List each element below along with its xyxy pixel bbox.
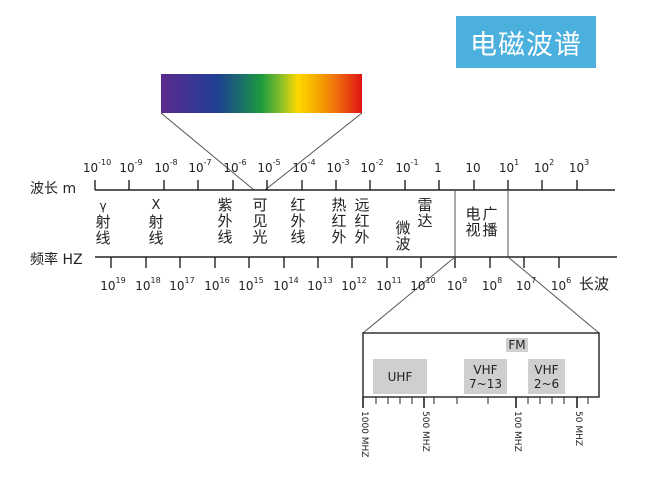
wavelength-tick: 101 (498, 158, 520, 175)
band-label-visible: 可见光 (252, 196, 268, 246)
wavelength-tick: 103 (568, 158, 590, 175)
band-label-infrared: 红外线 (290, 196, 306, 246)
band-label-microwave: 微波 (395, 219, 411, 253)
wavelength-tick: 10-4 (292, 158, 316, 175)
mhz-label-1000: 1000 MHZ (359, 411, 369, 458)
frequency-tick: 1014 (273, 276, 299, 293)
fm-label: FM (506, 338, 528, 352)
wavelength-tick: 10-6 (223, 158, 247, 175)
frequency-tick: 108 (481, 276, 503, 293)
band-label-radar: 雷达 (417, 196, 433, 230)
frequency-tick: 1012 (341, 276, 367, 293)
wavelength-tick: 10-3 (326, 158, 350, 175)
band-label-far-infrared: 远红外 (354, 196, 370, 246)
band-label-thermal-infrared: 热红外 (331, 196, 347, 246)
frequency-tick: 1016 (204, 276, 230, 293)
band-label-broadcast: 广播 (482, 205, 498, 239)
mhz-label-50: 50 MHZ (573, 411, 583, 447)
title-badge: 电磁波谱 (456, 16, 596, 68)
wavelength-axis-label: 波长 m (30, 181, 77, 197)
wavelength-tick: 10-1 (395, 158, 419, 175)
frequency-tick: 106 (550, 276, 572, 293)
frequency-tick: 1017 (169, 276, 195, 293)
wavelength-tick: 10-2 (360, 158, 384, 175)
visible-spectrum-bar (161, 74, 362, 113)
band-label-ultraviolet: 紫外线 (217, 196, 233, 246)
wavelength-tick: 10-8 (154, 158, 178, 175)
uhf-label: UHF (373, 359, 427, 394)
wavelength-tick: 10-7 (188, 158, 212, 175)
wavelength-tick: 10 (465, 161, 481, 175)
frequency-tick: 107 (515, 276, 537, 293)
frequency-axis-label: 频率 HZ (30, 252, 83, 268)
frequency-tick: 1019 (100, 276, 126, 293)
frequency-tick: 1010 (410, 276, 436, 293)
mhz-label-100: 100 MHZ (512, 411, 522, 452)
frequency-tick: 1018 (135, 276, 161, 293)
wavelength-tick: 1 (434, 161, 442, 175)
mhz-label-500: 500 MHZ (420, 411, 430, 452)
wavelength-tick: 10-9 (119, 158, 143, 175)
frequency-tick: 1013 (307, 276, 333, 293)
band-label-tv: 电视 (465, 205, 481, 239)
wavelength-tick: 10-5 (257, 158, 281, 175)
frequency-tick: 109 (446, 276, 468, 293)
frequency-tick: 1011 (376, 276, 402, 293)
wavelength-tick: 102 (533, 158, 555, 175)
long-wave-label: 长波 (579, 275, 610, 293)
wavelength-tick: 10-10 (82, 158, 112, 175)
frequency-tick: 1015 (238, 276, 264, 293)
